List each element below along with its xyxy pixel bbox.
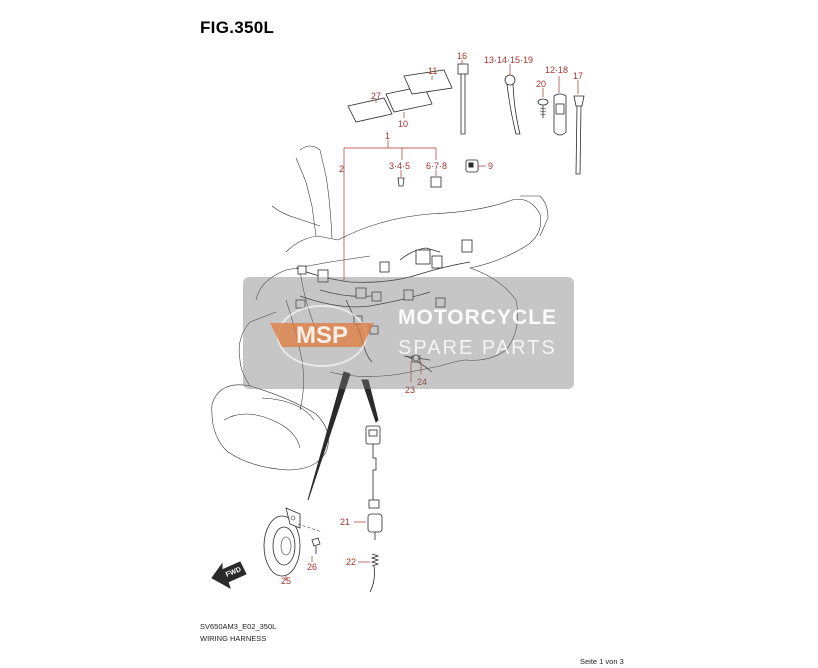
harness-connector-block (461, 239, 473, 253)
part-connector-9 (465, 159, 486, 173)
harness-connector-block (415, 249, 431, 265)
figure-title: FIG.350L (200, 18, 275, 37)
callout-20: 20 (536, 79, 546, 89)
part-pad-27 (347, 97, 393, 123)
part-horn-25 (263, 507, 301, 580)
callout-1: 1 (385, 131, 390, 141)
part-bolt-26 (297, 523, 323, 562)
harness-connector-block (379, 261, 390, 273)
part-spring-22 (358, 553, 380, 593)
watermark-line2: SPARE PARTS (398, 337, 557, 359)
harness-connector-block (355, 287, 367, 299)
callout-12-18: 12·18 (545, 65, 568, 75)
leader-bracket-1 (343, 140, 437, 280)
callout-26: 26 (307, 562, 317, 572)
callout-10: 10 (398, 119, 408, 129)
fwd-direction-arrow: FWD (211, 561, 247, 590)
callout-2: 2 (339, 164, 344, 174)
harness-connector-block (317, 269, 329, 283)
harness-connector-block (403, 289, 414, 301)
harness-connector-block (431, 255, 443, 269)
part-relay-6-7-8 (430, 170, 442, 188)
pointer-wedge-horn (307, 371, 351, 501)
part-clamp-13-14-15-19 (504, 64, 521, 135)
harness-connector-block (297, 265, 307, 275)
callout-24: 24 (417, 377, 427, 387)
callout-17: 17 (573, 71, 583, 81)
page-indicator: Seite 1 von 3 (580, 657, 624, 666)
part-switch-21 (354, 425, 383, 540)
figure-code: SV650AM3_E02_350L (200, 622, 277, 631)
harness-connector-block (371, 291, 382, 302)
watermark-logo-text: MSP (296, 322, 348, 349)
part-pad-11 (403, 69, 453, 95)
callout-16: 16 (457, 51, 467, 61)
harness-connector-block (435, 297, 446, 308)
harness-connector-block (295, 299, 306, 309)
callout-21: 21 (340, 517, 350, 527)
figure-caption: WIRING HARNESS (200, 634, 267, 643)
callout-22: 22 (346, 557, 356, 567)
callout-13-14-15-19: 13·14·15·19 (484, 55, 533, 65)
part-clamp-12-18 (553, 76, 567, 136)
part-strap-17 (573, 80, 585, 175)
part-screw-20 (537, 88, 549, 118)
watermark-logo: MSP (270, 305, 374, 367)
callout-3-4-5: 3·4·5 (389, 161, 410, 171)
part-terminal-3-4-5 (397, 170, 405, 187)
callout-labels: 27 10 11 16 13·14·15·19 20 12·18 17 1 2 … (281, 51, 583, 586)
callout-9: 9 (488, 161, 493, 171)
callout-11: 11 (428, 66, 437, 76)
callout-27: 27 (371, 91, 381, 101)
part-strap-16 (457, 60, 469, 135)
callout-25: 25 (281, 576, 291, 586)
part-grommet-23-24 (403, 354, 431, 382)
callout-6-7-8: 6·7·8 (426, 161, 447, 171)
pointer-wedge-switch (361, 379, 379, 423)
callout-23: 23 (405, 385, 415, 395)
watermark-line1: MOTORCYCLE (398, 306, 557, 329)
